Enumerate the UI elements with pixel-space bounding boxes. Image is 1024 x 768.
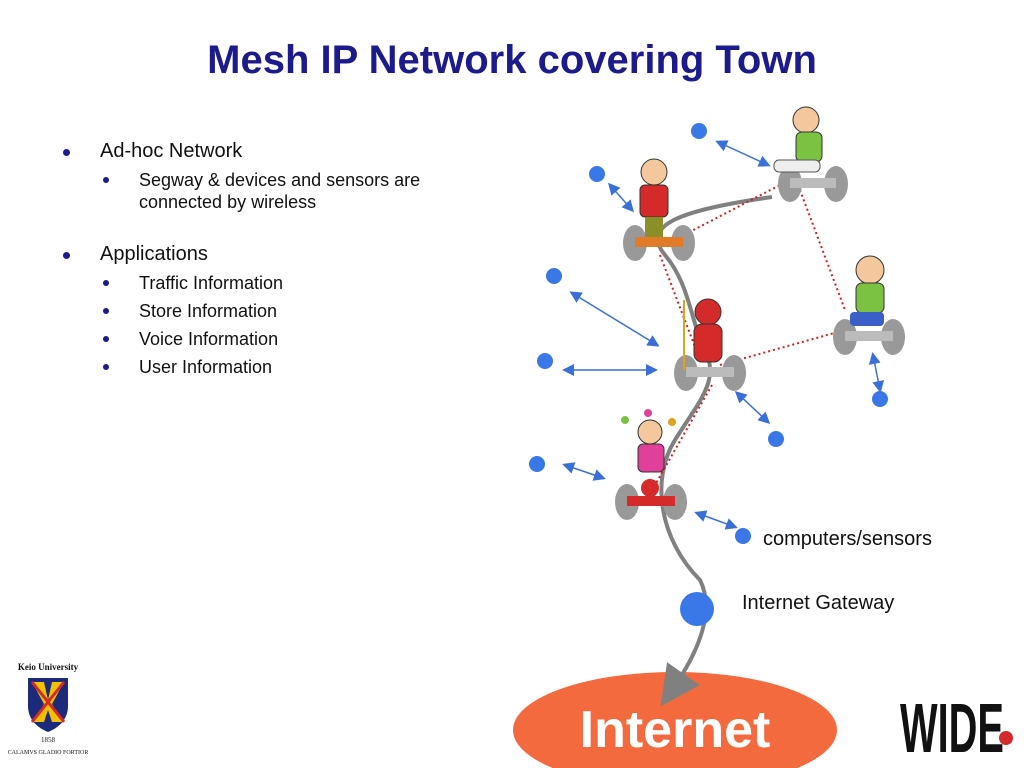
wireless-link — [799, 189, 846, 311]
link-arrow — [715, 140, 771, 167]
internet-label: Internet — [579, 701, 771, 759]
segway-right — [833, 255, 905, 355]
sub-bullet: Segway & devices and sensors are connect… — [60, 169, 500, 213]
segway-top-right — [773, 106, 848, 202]
wireless-link — [679, 184, 781, 238]
sensor-node — [872, 391, 888, 407]
sensor-node — [537, 353, 553, 369]
wireless-link — [659, 254, 701, 361]
sub-bullet-label: User Information — [139, 357, 273, 377]
sensor-nodes — [529, 123, 888, 626]
sub-bullet-label: Traffic Information — [139, 273, 284, 293]
keio-university-logo: Keio University 1858 CALAMVS GLADIO FORT… — [6, 660, 90, 760]
sensors-label: computers/sensors — [763, 528, 932, 550]
sub-bullet-label: Store Information — [139, 301, 278, 321]
link-arrow — [569, 291, 660, 347]
bullet-dot — [103, 177, 109, 183]
sensor-node — [768, 431, 784, 447]
bullet-dot — [103, 308, 109, 314]
link-arrow — [608, 182, 634, 213]
sensor-node — [735, 528, 751, 544]
internet-cloud — [513, 672, 837, 768]
keio-year: 1858 — [41, 736, 56, 744]
segway-left — [623, 158, 695, 261]
sensor-node — [691, 123, 707, 139]
backbone-path — [655, 195, 773, 707]
sub-bullet: Voice Information — [60, 328, 500, 350]
wide-logo: WIDE — [898, 688, 1018, 767]
sub-bullet: User Information — [60, 356, 500, 378]
segway-devil — [674, 298, 746, 391]
link-arrow — [562, 462, 606, 481]
link-arrow — [694, 510, 738, 530]
wide-logo-icon: WIDE — [900, 689, 1013, 767]
bullet-dot — [103, 364, 109, 370]
gateway-node — [680, 592, 714, 626]
sub-bullet-label: Segway & devices and sensors are connect… — [139, 170, 421, 212]
keio-name: Keio University — [18, 662, 79, 672]
bullet-dot — [103, 280, 109, 286]
sub-bullet: Store Information — [60, 300, 500, 322]
link-arrow — [868, 352, 885, 393]
keio-motto: CALAMVS GLADIO FORTIOR — [8, 750, 89, 756]
bullet-dot — [63, 149, 70, 156]
sensor-node — [529, 456, 545, 472]
link-arrows — [562, 140, 885, 530]
keio-crest-icon: Keio University 1858 CALAMVS GLADIO FORT… — [8, 662, 89, 756]
bullet-dot — [63, 252, 70, 259]
page-title: Mesh IP Network covering Town — [207, 38, 817, 82]
bullet-applications: Applications Traffic Information Store I… — [60, 243, 500, 378]
bullet-list: Ad-hoc Network Segway & devices and sens… — [60, 140, 500, 378]
bullet-adhoc: Ad-hoc Network Segway & devices and sens… — [60, 140, 500, 213]
sensor-node — [589, 166, 605, 182]
bullet-label: Ad-hoc Network — [100, 140, 243, 162]
bullet-label: Applications — [100, 243, 208, 265]
bullet-dot — [103, 336, 109, 342]
sub-bullet: Traffic Information — [60, 272, 500, 294]
wireless-link — [654, 384, 713, 486]
link-arrow — [734, 390, 771, 425]
wide-wordmark: WIDE — [900, 689, 1004, 760]
segway-clown — [615, 409, 687, 520]
sub-bullet-label: Voice Information — [139, 329, 279, 349]
gateway-label: Internet Gateway — [742, 592, 895, 614]
sensor-node — [546, 268, 562, 284]
